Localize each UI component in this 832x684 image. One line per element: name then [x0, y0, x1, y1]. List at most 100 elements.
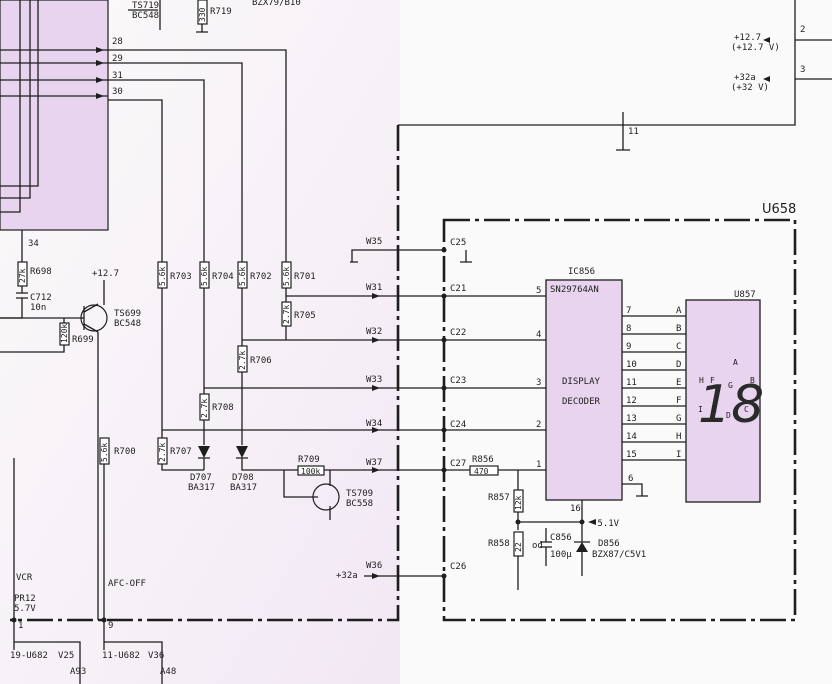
- ts699-ref: TS699: [114, 309, 141, 319]
- conn-32a-sub: (+32 V): [731, 83, 769, 93]
- r699-value: 120k: [60, 324, 69, 343]
- svg-text:1: 1: [536, 460, 541, 470]
- pr12-label: PR12: [14, 594, 36, 604]
- ts709-type: BC558: [346, 499, 373, 509]
- left-block-traces: [0, 0, 108, 213]
- c712-value: 10n: [30, 303, 46, 313]
- d856-zener: [576, 542, 588, 552]
- ts719-type: BC548: [132, 11, 159, 21]
- ts709-wiring: [283, 469, 444, 520]
- r699-ref: R699: [72, 335, 94, 345]
- r701-value: 5.6k: [282, 267, 291, 286]
- c712-cap: [16, 286, 28, 305]
- minus51-arrow: [588, 519, 596, 525]
- pin34-label: 34: [28, 239, 39, 249]
- d707-type: BA317: [188, 483, 215, 493]
- ts709-ref: TS709: [346, 489, 373, 499]
- svg-text:3: 3: [536, 378, 541, 388]
- r705-ref: R705: [294, 311, 316, 321]
- svg-text:29: 29: [112, 54, 123, 64]
- svg-text:C25: C25: [450, 238, 466, 248]
- svg-text:12: 12: [626, 396, 637, 406]
- ts699-wiring: [0, 280, 105, 620]
- svg-text:I: I: [698, 405, 703, 414]
- r698-ref: R698: [30, 267, 52, 277]
- bottom-11u682: 11-U682: [102, 651, 140, 661]
- ic-input-lines: [444, 295, 546, 471]
- bottom-pin-9: 9: [108, 621, 113, 631]
- conn-pin-3: 3: [800, 65, 805, 75]
- conn-127-label: +12.7: [734, 33, 761, 43]
- left-pin-30: 30: [112, 87, 123, 97]
- r856-resistor: [469, 465, 499, 476]
- bottom-verticals: [13, 458, 105, 650]
- r707-ref: R707: [170, 447, 192, 457]
- r705-value: 2.7k: [282, 305, 291, 324]
- bottom-v25: V25: [58, 651, 74, 661]
- svg-text:I: I: [676, 450, 681, 460]
- u658-label: U658: [762, 202, 796, 217]
- r719-ref: R719: [210, 7, 232, 17]
- d856-bar: [574, 541, 590, 576]
- c856-prefix: od: [532, 541, 543, 551]
- svg-text:D: D: [676, 360, 681, 370]
- r700-value: 5.6k: [100, 443, 109, 462]
- ic856-ref: IC856: [568, 267, 595, 277]
- u857-display: [685, 299, 761, 503]
- r709-value: 100k: [301, 467, 320, 476]
- bottom-a93: A93: [70, 667, 86, 677]
- r857-value: 12k: [514, 495, 523, 510]
- zener-top: BZX79/B10: [252, 0, 301, 8]
- wire-labels: W35 W31 W32 W33 W34 W37 W36: [366, 237, 382, 571]
- d707-ref: D707: [190, 473, 212, 483]
- c-connector-labels: C25 C21 C22 C23 C24 C27 C26: [450, 238, 466, 572]
- svg-text:4: 4: [536, 330, 541, 340]
- left-pin-31: 31: [112, 71, 123, 81]
- r702-value: 5.6k: [238, 267, 247, 286]
- r719-value: 330: [198, 7, 207, 22]
- bottom-node-2: [101, 617, 107, 623]
- bottom-19u682: 19-U682: [10, 651, 48, 661]
- c856-ref: C856: [550, 533, 572, 543]
- svg-text:A: A: [733, 358, 738, 367]
- r703-ref: R703: [170, 272, 192, 282]
- conn-127-sub: (+12.7 V): [731, 43, 780, 53]
- pin11-label: 11: [628, 127, 639, 137]
- conn-pin-2: 2: [800, 25, 805, 35]
- u857-segment-letters: A B C D E F G H I: [698, 358, 755, 420]
- svg-text:E: E: [712, 405, 717, 414]
- svg-text:2: 2: [536, 420, 541, 430]
- d707-bar: [198, 457, 210, 470]
- r856-value: 470: [474, 467, 489, 476]
- svg-text:C: C: [676, 342, 681, 352]
- d856-type: BZX87/C5V1: [592, 550, 646, 560]
- pin11-line: [616, 112, 630, 151]
- svg-text:A: A: [676, 306, 682, 316]
- svg-text:5: 5: [536, 286, 541, 296]
- ts699-type: BC548: [114, 319, 141, 329]
- left-pin-lines: [108, 49, 287, 262]
- ic856-func-2: DECODER: [562, 397, 601, 407]
- svg-text:F: F: [710, 376, 715, 385]
- svg-text:7: 7: [626, 306, 631, 316]
- bottom-v36: V36: [148, 651, 164, 661]
- svg-text:11: 11: [626, 378, 637, 388]
- svg-text:6: 6: [628, 474, 633, 484]
- ic856-func-1: DISPLAY: [562, 377, 601, 387]
- top-right-traces: [398, 0, 832, 126]
- vcr-label: VCR: [16, 573, 33, 583]
- ic-output-lines: [622, 315, 686, 497]
- vcc127: +12.7: [92, 269, 119, 279]
- svg-text:B: B: [676, 324, 681, 334]
- svg-text:13: 13: [626, 414, 637, 424]
- svg-text:E: E: [676, 378, 681, 388]
- minus51-label: -5.1V: [592, 519, 620, 529]
- r702-ref: R702: [250, 272, 272, 282]
- r700-ref: R700: [114, 447, 136, 457]
- supply-node: [515, 519, 521, 525]
- r704-ref: R704: [212, 272, 234, 282]
- wire-dots: [441, 247, 447, 579]
- r706-value: 2.7k: [238, 351, 247, 370]
- r709-ref: R709: [298, 455, 320, 465]
